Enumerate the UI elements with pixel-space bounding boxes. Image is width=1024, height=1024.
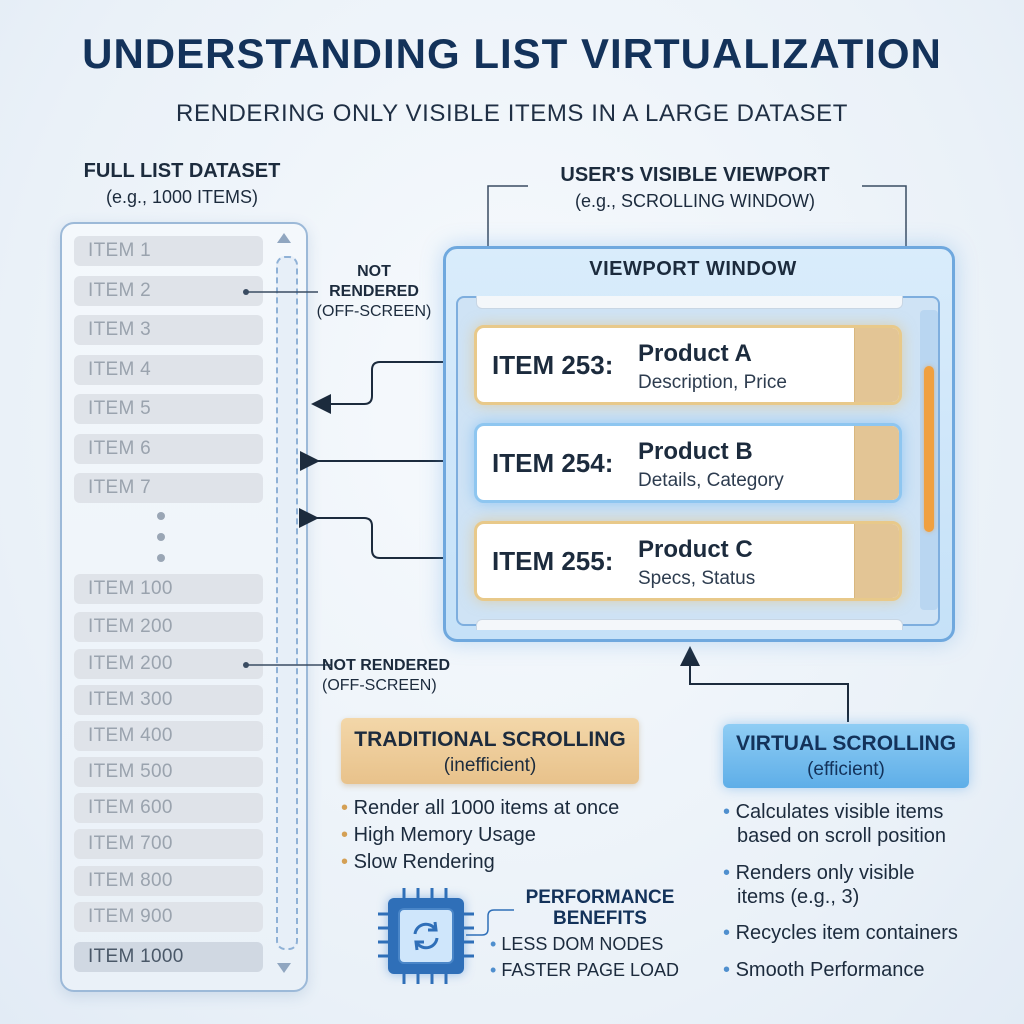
product-description: Details, Category (638, 470, 784, 491)
full-list-subtitle: (e.g., 1000 ITEMS) (105, 187, 259, 207)
partial-item-bottom (476, 619, 903, 630)
product-description: Specs, Status (638, 568, 756, 589)
list-item: ITEM 900 (74, 902, 263, 932)
traditional-subtitle: (inefficient) (443, 755, 537, 776)
list-scrollbar-track[interactable] (276, 256, 298, 950)
item-label: ITEM 254: (492, 448, 614, 478)
viewport-item-card[interactable]: ITEM 255: Product C Specs, Status (474, 521, 902, 601)
viewport-item-card[interactable]: ITEM 254: Product B Details, Category (474, 423, 902, 503)
list-item: • High Memory Usage (341, 824, 536, 846)
list-item: • Recycles item containers (723, 922, 958, 944)
scroll-down-arrow-icon[interactable] (277, 963, 291, 973)
list-item: • Renders only visible (723, 862, 915, 884)
list-item: • Calculates visible items (723, 801, 944, 823)
not-rendered-note-top: NOT RENDERED (OFF-SCREEN) (316, 263, 432, 320)
list-item: ITEM 7 (74, 473, 263, 503)
list-item: ITEM 700 (74, 829, 263, 859)
list-item: ITEM 300 (74, 685, 263, 715)
virtual-scrolling-box: VIRTUAL SCROLLING (efficient) (723, 724, 969, 788)
performance-title: PERFORMANCE BENEFITS (525, 887, 675, 929)
chip-pins (378, 888, 474, 984)
list-item-continuation: based on scroll position (737, 825, 947, 847)
full-list-title: FULL LIST DATASET (83, 160, 281, 182)
viewport-item-card[interactable]: ITEM 253: Product A Description, Price (474, 325, 902, 405)
traditional-title: TRADITIONAL SCROLLING (354, 728, 626, 751)
partial-item-top (476, 296, 903, 309)
virtual-subtitle: (efficient) (807, 759, 885, 780)
list-item: ITEM 500 (74, 757, 263, 787)
full-list-panel: ITEM 1 ITEM 2 ITEM 3 ITEM 4 ITEM 5 ITEM … (60, 222, 308, 992)
mapping-arrow (299, 508, 474, 568)
item-label: ITEM 255: (492, 546, 614, 576)
list-item: ITEM 800 (74, 866, 263, 896)
product-name: Product A (638, 340, 752, 367)
not-rendered-note-bottom: NOT RENDERED (OFF-SCREEN) (322, 657, 451, 694)
scroll-up-arrow-icon[interactable] (277, 233, 291, 243)
full-list-header: FULL LIST DATASET (e.g., 1000 ITEMS) (60, 160, 304, 208)
list-item: ITEM 6 (74, 434, 263, 464)
page-title: UNDERSTANDING LIST VIRTUALIZATION (82, 30, 942, 77)
product-description: Description, Price (638, 372, 787, 393)
page-subtitle: RENDERING ONLY VISIBLE ITEMS IN A LARGE … (176, 100, 848, 127)
virtual-title: VIRTUAL SCROLLING (735, 732, 957, 755)
list-item: • Slow Rendering (341, 851, 495, 873)
refresh-icon (398, 908, 454, 964)
list-item: ITEM 2 (74, 276, 263, 306)
list-item: ITEM 400 (74, 721, 263, 751)
list-item: ITEM 100 (74, 574, 263, 604)
list-item: • LESS DOM NODES (490, 934, 664, 954)
card-tab (854, 426, 899, 500)
list-item: • Smooth Performance (723, 959, 925, 981)
list-item: ITEM 1 (74, 236, 263, 266)
card-tab (854, 328, 899, 402)
product-name: Product B (638, 438, 753, 465)
list-item: ITEM 3 (74, 315, 263, 345)
item-label: ITEM 253: (492, 350, 614, 380)
list-item-continuation: items (e.g., 3) (737, 886, 860, 908)
traditional-scrolling-box: TRADITIONAL SCROLLING (inefficient) (341, 718, 639, 784)
list-item: ITEM 4 (74, 355, 263, 385)
virtual-to-viewport-arrow (680, 646, 849, 722)
list-item: ITEM 200 (74, 612, 263, 642)
list-item: • FASTER PAGE LOAD (490, 960, 680, 980)
viewport-header: USER'S VISIBLE VIEWPORT (e.g., SCROLLING… (520, 164, 870, 212)
ellipsis-dots (157, 512, 167, 575)
viewport-scroll-thumb[interactable] (924, 366, 934, 532)
list-item: ITEM 5 (74, 394, 263, 424)
viewport-window-title: VIEWPORT WINDOW (589, 258, 797, 280)
list-item: • Render all 1000 items at once (341, 797, 620, 819)
viewport-header-title: USER'S VISIBLE VIEWPORT (560, 164, 830, 186)
list-item: ITEM 600 (74, 793, 263, 823)
list-item: ITEM 200 (74, 649, 263, 679)
list-item: ITEM 1000 (74, 942, 263, 972)
mapping-arrow (311, 352, 486, 414)
viewport-header-subtitle: (e.g., SCROLLING WINDOW) (574, 191, 816, 211)
card-tab (854, 524, 899, 598)
product-name: Product C (638, 536, 753, 563)
